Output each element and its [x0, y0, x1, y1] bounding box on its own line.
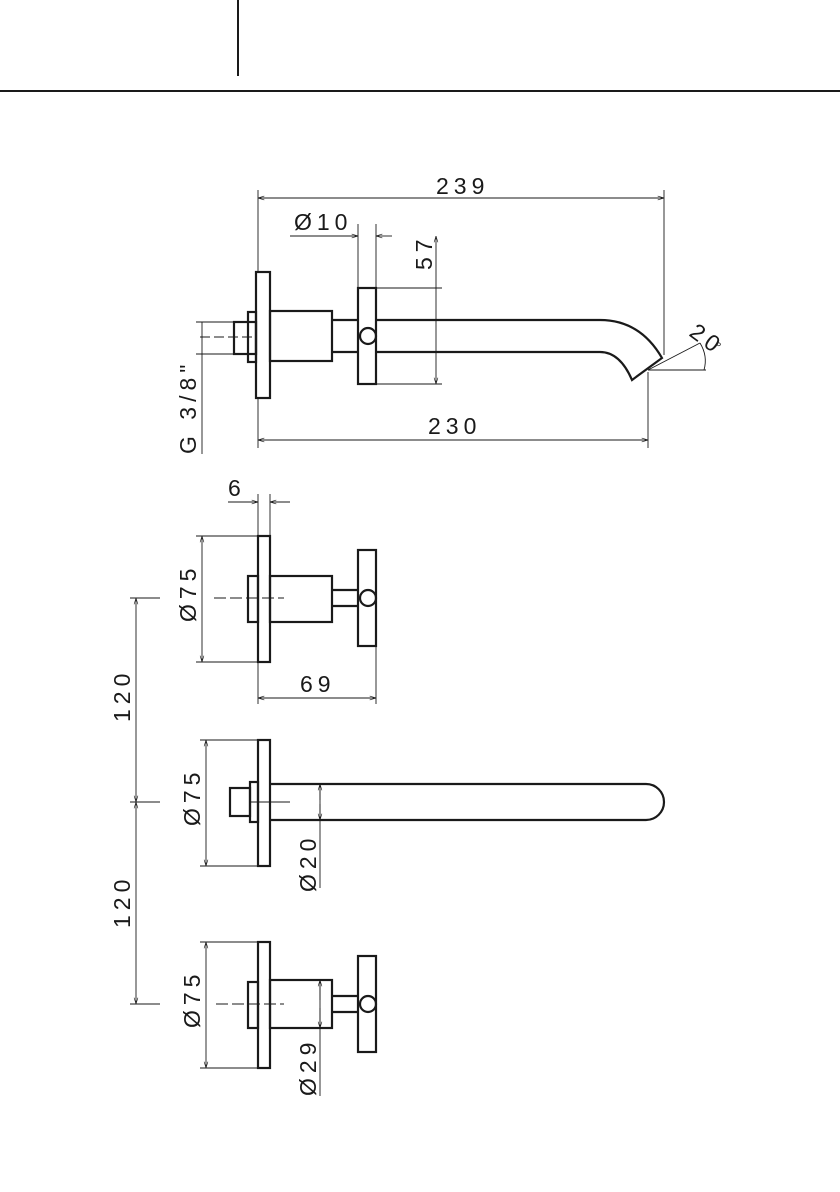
side-view-spout: [200, 272, 662, 398]
dim-label-valve-body: Ø29: [295, 1038, 321, 1096]
dim-label-230: 230: [428, 413, 481, 439]
dim-label-thread: G 3/8": [175, 360, 201, 454]
dim-label-239: 239: [436, 173, 489, 199]
dim-label-rosette-top: Ø75: [175, 564, 201, 622]
dim-label-degree: °: [716, 339, 727, 355]
dim-thread: [196, 322, 234, 454]
title-block: [0, 0, 840, 91]
dim-label-spout-dia: Ø20: [295, 834, 321, 892]
dim-label-rosette-bottom: Ø75: [179, 970, 205, 1028]
dim-rosette-bottom: [200, 942, 258, 1068]
dim-label-rosette-spout: Ø75: [179, 768, 205, 826]
dim-label-57: 57: [411, 234, 437, 270]
front-view-valve-top: [214, 536, 376, 662]
dim-label-69: 69: [300, 671, 336, 697]
dim-label-120-lower: 120: [109, 875, 135, 928]
dim-label-6: 6: [228, 475, 246, 501]
dim-label-120-upper: 120: [109, 669, 135, 722]
dim-label-pipe-dia: Ø10: [294, 209, 352, 235]
